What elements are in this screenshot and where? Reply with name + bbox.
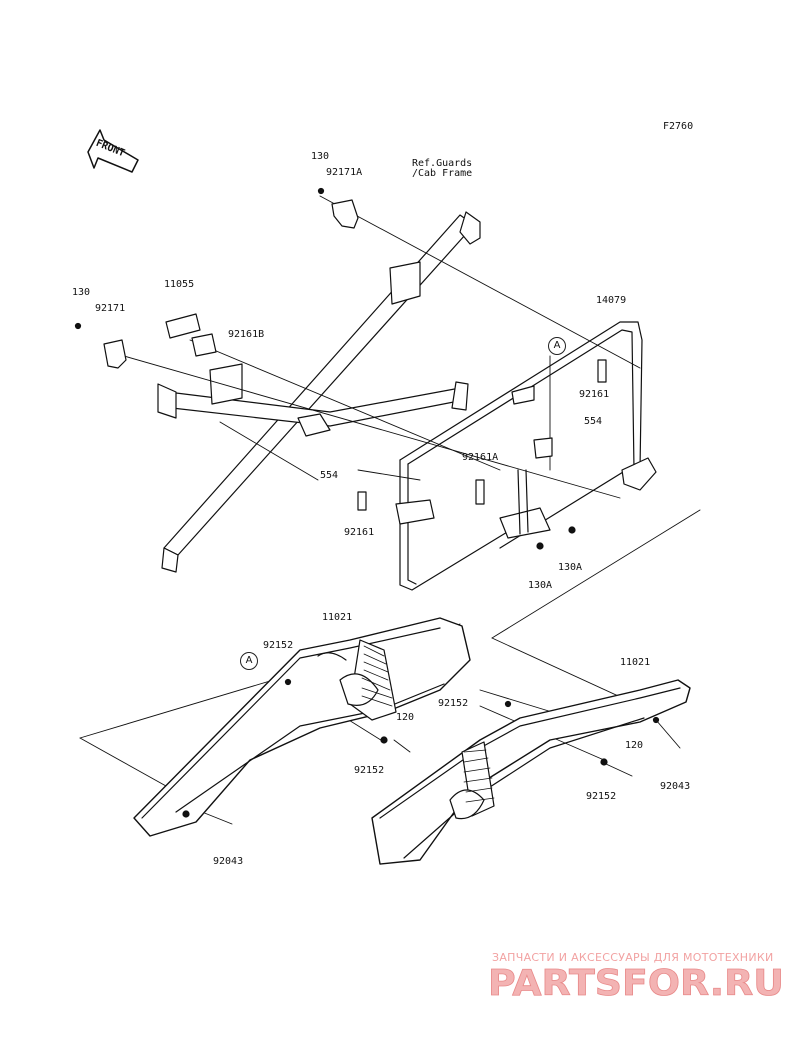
part-92161-left: 92161 <box>344 527 375 538</box>
part-120-right: 120 <box>625 740 644 751</box>
part-92171A: 92171A <box>326 167 363 178</box>
part-92043-left: 92043 <box>213 856 244 867</box>
part-92161-right: 92161 <box>579 389 610 400</box>
watermark-logo: PARTSFOR.RU <box>488 963 784 1003</box>
part-92043-right: 92043 <box>660 781 691 792</box>
watermark-caption: ЗАПЧАСТИ И АКСЕССУАРЫ ДЛЯ МОТОТЕХНИКИ <box>492 951 774 964</box>
part-130A-b: 130A <box>528 580 553 591</box>
part-554-left: 554 <box>320 470 339 481</box>
front-arrow-icon <box>87 129 139 173</box>
part-130A-a: 130A <box>558 562 583 573</box>
main-frame-tube <box>157 211 481 573</box>
part-130-top: 130 <box>311 151 330 162</box>
guard-frame-14079 <box>395 321 657 591</box>
spacer-92161 <box>357 359 607 511</box>
part-92152-right-bottom: 92152 <box>586 791 617 802</box>
skid-plate-left-11021 <box>133 617 471 837</box>
skid-plate-right-11021 <box>371 679 691 865</box>
part-92152-left-top: 92152 <box>263 640 294 651</box>
part-14079: 14079 <box>596 295 627 306</box>
part-11055: 11055 <box>164 279 195 290</box>
part-92152-left-bottom: 92152 <box>354 765 385 776</box>
part-130-left: 130 <box>72 287 91 298</box>
part-92171: 92171 <box>95 303 126 314</box>
bracket-11055 <box>165 313 201 339</box>
clamp-92171 <box>74 322 127 369</box>
ref-guards-label: Ref.Guards /Cab Frame <box>412 158 473 179</box>
bolt-130A <box>536 526 576 550</box>
figure-code: F2760 <box>663 121 694 132</box>
part-92161A: 92161A <box>462 452 499 463</box>
part-11021-left: 11021 <box>322 612 353 623</box>
part-554-right: 554 <box>584 416 603 427</box>
callout-a-lower: A <box>240 652 258 670</box>
callout-a-upper: A <box>548 337 566 355</box>
part-92161B: 92161B <box>228 329 265 340</box>
spacer-92161B <box>191 333 217 357</box>
svg-text:PARTSFOR.RU: PARTSFOR.RU <box>488 963 784 1003</box>
part-120-left: 120 <box>396 712 415 723</box>
part-11021-right: 11021 <box>620 657 651 668</box>
clamp-92171A <box>317 187 359 229</box>
part-92152-right-top: 92152 <box>438 698 469 709</box>
